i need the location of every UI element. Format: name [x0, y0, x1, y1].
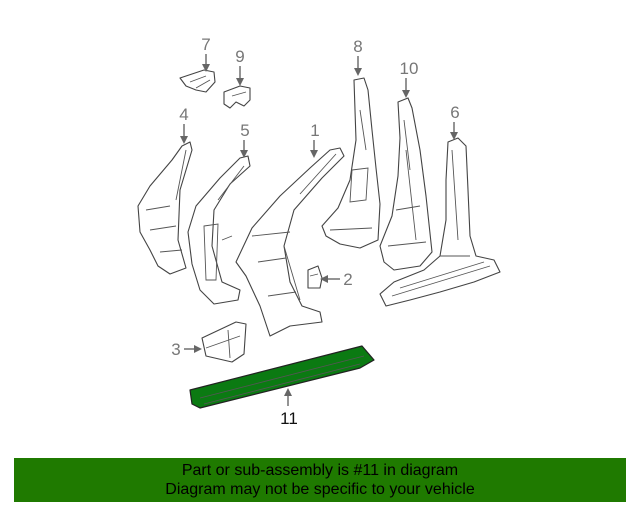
banner-line-1: Part or sub-assembly is #11 in diagram — [181, 462, 459, 479]
callout-5: 5 — [240, 121, 249, 140]
part-4 — [137, 141, 193, 275]
part-5 — [187, 155, 251, 305]
callout-9: 9 — [235, 47, 244, 66]
callout-leaders — [180, 54, 458, 406]
part-11-rocker — [189, 345, 375, 409]
callout-10: 10 — [400, 59, 419, 78]
part-8 — [321, 77, 381, 249]
part-2 — [307, 265, 323, 289]
part-3 — [201, 321, 247, 363]
callout-11: 11 — [280, 409, 298, 428]
callout-2: 2 — [343, 270, 352, 289]
callout-6: 6 — [450, 103, 459, 122]
part-1 — [235, 147, 345, 337]
callout-7: 7 — [201, 35, 210, 54]
info-banner: Part or sub-assembly is #11 in diagram D… — [14, 458, 626, 502]
callout-8: 8 — [353, 37, 362, 56]
callout-3: 3 — [171, 340, 180, 359]
callout-4: 4 — [179, 105, 188, 124]
part-7 — [179, 69, 216, 93]
part-9 — [223, 85, 251, 109]
part-10 — [379, 97, 433, 271]
part-6 — [379, 137, 501, 307]
banner-line-2: Diagram may not be specific to your vehi… — [165, 481, 475, 498]
callout-1: 1 — [310, 121, 319, 140]
